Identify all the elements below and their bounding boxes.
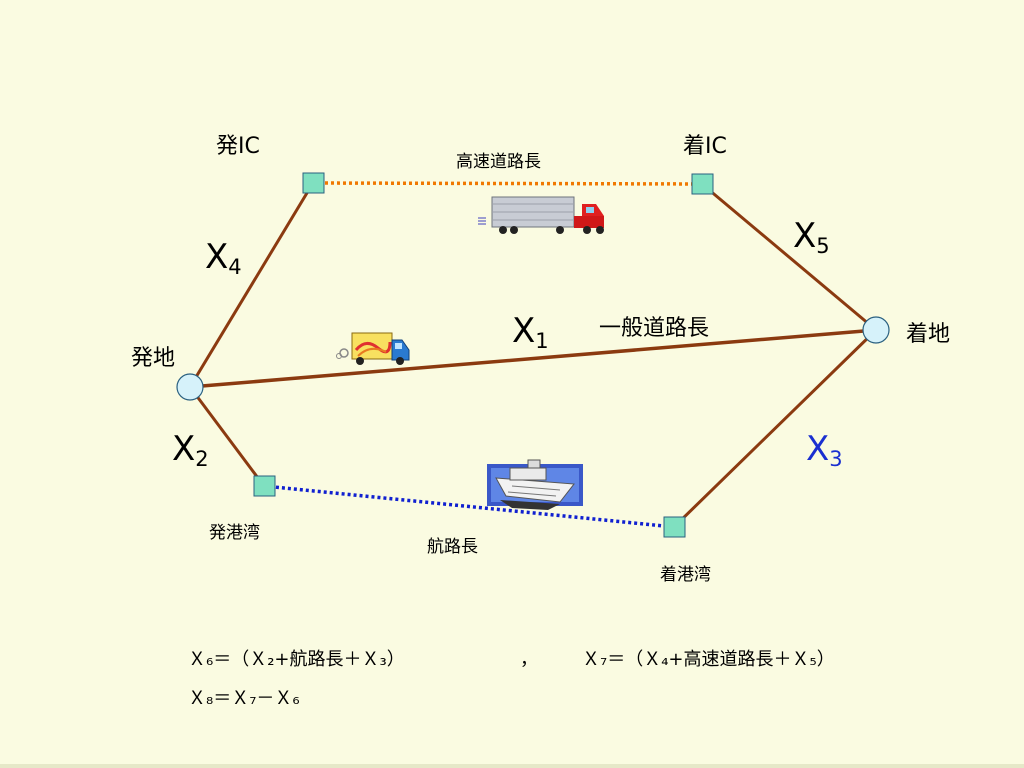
- semi-truck-icon: [478, 196, 604, 234]
- x2-label: X2: [172, 429, 209, 471]
- destination-node: [862, 316, 890, 344]
- edge-origin-to-origin-ic: [188, 182, 315, 388]
- x4-label: X4: [205, 237, 242, 279]
- formula-separator: ，: [520, 649, 538, 670]
- destination-port-label: 着港湾: [660, 565, 711, 585]
- formula-x7: Ｘ₇＝（Ｘ₄+高速道路長＋Ｘ₅）: [582, 649, 835, 670]
- x5-label: X5: [793, 216, 830, 258]
- general-road-length-label: 一般道路長: [599, 316, 710, 341]
- ferry-ship-icon: [487, 459, 583, 510]
- origin-node: [176, 373, 204, 401]
- bottom-border: [0, 764, 1024, 768]
- sea-route-length-label: 航路長: [427, 537, 478, 557]
- x1-label: X1: [512, 311, 549, 353]
- highway-length-label: 高速道路長: [456, 152, 541, 172]
- origin-ic-label: 発IC: [216, 134, 260, 159]
- edge-origin-to-origin-port: [188, 386, 266, 487]
- delivery-truck-icon: [336, 332, 410, 365]
- edge-sea-route: [263, 484, 675, 529]
- edge-origin-to-destination: [189, 328, 877, 389]
- destination-ic-node: [691, 173, 714, 195]
- origin-label: 発地: [131, 346, 176, 371]
- formula-x8: Ｘ₈＝Ｘ₇－Ｘ₆: [188, 688, 300, 709]
- edge-destination-ic-to-destination: [701, 182, 877, 332]
- destination-port-node: [663, 516, 686, 538]
- destination-ic-label: 着IC: [683, 134, 727, 159]
- edge-highway: [312, 181, 703, 186]
- x3-label: X3: [806, 429, 843, 471]
- edge-destination-port-to-destination: [672, 328, 878, 529]
- origin-port-label: 発港湾: [209, 523, 260, 543]
- destination-label: 着地: [906, 322, 951, 347]
- origin-port-node: [253, 475, 276, 497]
- origin-ic-node: [302, 172, 325, 194]
- formula-x6: Ｘ₆＝（Ｘ₂+航路長＋Ｘ₃）: [188, 649, 405, 670]
